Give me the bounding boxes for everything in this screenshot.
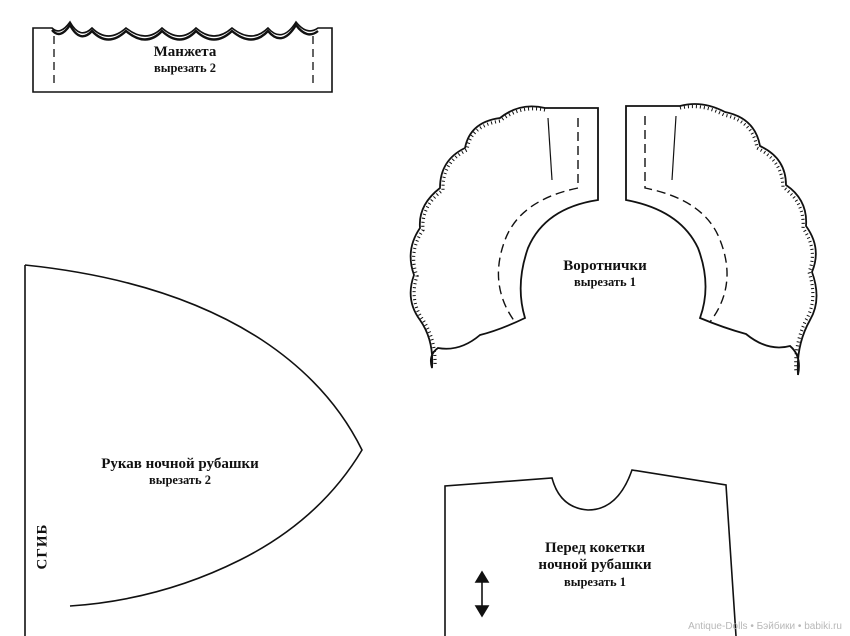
cuff-cut-count: вырезать 2 (153, 61, 217, 76)
yoke-cut-count: вырезать 1 (563, 574, 627, 589)
cuff-outline (32, 20, 333, 93)
collar-right-outline (625, 103, 818, 376)
cuff-title: Манжета (153, 44, 217, 60)
sleeve-outline (24, 264, 363, 607)
yoke-title-line2: ночной рубашки (538, 557, 652, 574)
fold-text: СГИБ (34, 523, 51, 570)
collar-label: Воротнички вырезать 1 (520, 258, 690, 290)
collar-left-outline (409, 105, 599, 369)
collar-right-piece (625, 103, 818, 376)
cuff-label: Манжета вырезать 2 (100, 44, 270, 76)
grainline-icon (474, 570, 490, 618)
fold-label: СГИБ (26, 518, 66, 578)
sleeve-piece (24, 264, 363, 636)
yoke-outline (444, 469, 737, 636)
yoke-front-piece (444, 469, 737, 636)
sleeve-cut-count: вырезать 2 (148, 473, 212, 488)
collar-cut-count: вырезать 1 (573, 275, 637, 290)
sleeve-label: Рукав ночной рубашки вырезать 2 (60, 456, 300, 488)
collar-title: Воротнички (563, 258, 647, 274)
yoke-label: Перед кокетки ночной рубашки вырезать 1 (500, 540, 690, 589)
watermark: Antique-Dolls • Бэйбики • babiki.ru (688, 621, 842, 632)
cuff-piece (32, 20, 333, 93)
sleeve-title: Рукав ночной рубашки (101, 456, 259, 472)
collar-left-piece (409, 105, 599, 369)
yoke-title-line1: Перед кокетки (545, 540, 645, 556)
